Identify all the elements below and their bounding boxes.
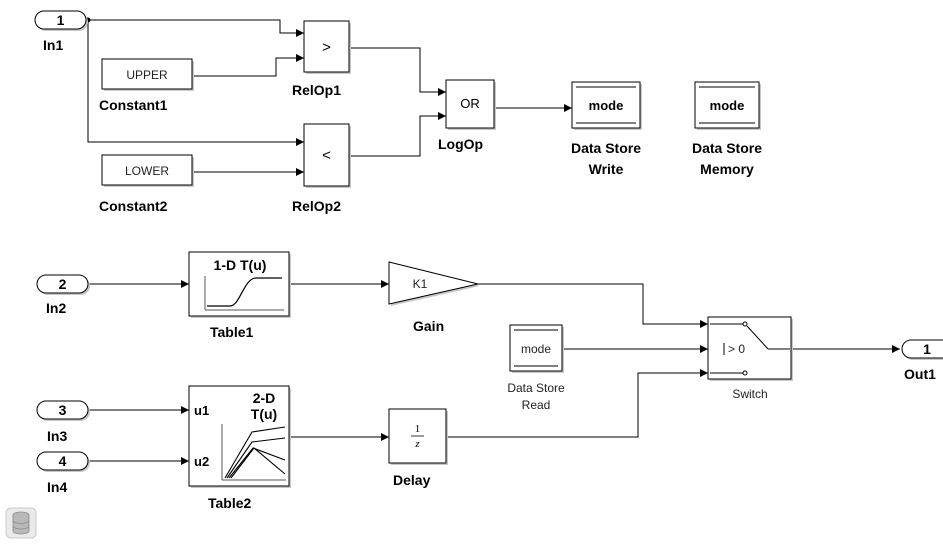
constant2-block[interactable]: LOWER Constant2 <box>99 154 194 214</box>
relop1-block[interactable]: > RelOp1 <box>292 20 351 98</box>
operator-symbol: < <box>322 147 331 164</box>
table1-block[interactable]: 1-D T(u) Table1 <box>188 251 291 340</box>
block-label: In1 <box>43 37 63 53</box>
constant-value: LOWER <box>125 164 169 178</box>
table2-block[interactable]: 2-D T(u) u1 u2 Table2 <box>188 385 291 511</box>
block-label: Out1 <box>904 366 936 382</box>
table-title: 1-D T(u) <box>214 257 267 273</box>
block-label-line2: Read <box>522 398 551 412</box>
block-label-line2: Memory <box>700 161 754 177</box>
block-label: Delay <box>393 472 431 488</box>
block-label: LogOp <box>438 136 483 152</box>
wire-delay-switch[interactable] <box>446 369 708 438</box>
wire-gain-switch[interactable] <box>478 283 708 328</box>
outport-out1[interactable]: 1 Out1 <box>901 339 943 382</box>
data-store-read-block[interactable]: mode Data Store Read <box>507 324 565 412</box>
switch-threshold: > 0 <box>728 342 745 356</box>
inport-in2[interactable]: 2 In2 <box>36 274 90 316</box>
table-title-line1: 2-D <box>253 390 276 406</box>
block-label: In2 <box>46 300 66 316</box>
block-label-line1: Data Store <box>692 140 762 156</box>
block-label: RelOp2 <box>292 198 341 214</box>
table-title-line2: T(u) <box>251 406 277 422</box>
wire-relop2-logop[interactable] <box>350 112 446 157</box>
block-label: Table1 <box>210 324 254 340</box>
input-port-label-u2: u2 <box>194 454 209 469</box>
lookup-curve <box>207 277 282 307</box>
wire-in1-relop2[interactable] <box>87 20 304 146</box>
block-label: RelOp1 <box>292 82 341 98</box>
outport-number: 1 <box>923 341 931 357</box>
data-store-memory-block[interactable]: mode Data Store Memory <box>692 81 762 177</box>
inport-in3[interactable]: 3 In3 <box>36 400 90 444</box>
inport-in1[interactable]: 1 In1 <box>34 10 88 53</box>
database-icon[interactable] <box>5 507 37 539</box>
inport-number: 3 <box>59 402 67 418</box>
constant-value: UPPER <box>126 68 168 82</box>
logop-block[interactable]: OR LogOp <box>438 79 496 152</box>
inport-number: 2 <box>59 276 67 292</box>
switch-contact <box>742 321 748 327</box>
block-label: Gain <box>413 318 444 334</box>
transfer-numerator: 1 <box>415 423 421 435</box>
operator-symbol: > <box>322 39 331 56</box>
block-label-line1: Data Store <box>571 140 641 156</box>
data-store-name: mode <box>589 98 624 113</box>
block-label-line2: Write <box>589 161 624 177</box>
wire-constant1-relop1[interactable] <box>193 54 304 77</box>
switch-block[interactable]: > 0 Switch <box>707 316 793 401</box>
switch-contact <box>742 370 748 376</box>
transfer-denominator: z <box>414 438 420 450</box>
block-label: In4 <box>47 479 67 495</box>
inport-in4[interactable]: 4 In4 <box>36 451 90 495</box>
lookup-surface <box>224 426 286 479</box>
data-store-write-block[interactable]: mode Data Store Write <box>571 81 642 177</box>
signal-lines <box>85 17 900 465</box>
data-store-name: mode <box>521 342 551 356</box>
block-label: Switch <box>732 387 767 401</box>
block-label: Constant2 <box>99 198 168 214</box>
data-store-name: mode <box>710 98 745 113</box>
switch-arm <box>746 325 769 350</box>
wire-relop1-logop[interactable] <box>350 47 446 96</box>
block-label: Constant1 <box>99 97 168 113</box>
block-label: Table2 <box>208 495 252 511</box>
inport-number: 1 <box>57 12 65 28</box>
delay-block[interactable]: 1 z Delay <box>388 408 448 488</box>
block-label: In3 <box>47 428 67 444</box>
constant1-block[interactable]: UPPER Constant1 <box>99 58 194 113</box>
inport-number: 4 <box>59 453 67 469</box>
gain-block[interactable]: K1 Gain <box>388 261 480 334</box>
block-label-line1: Data Store <box>507 381 565 395</box>
operator-symbol: OR <box>460 96 480 111</box>
relop2-block[interactable]: < RelOp2 <box>292 123 351 214</box>
wire-in1-relop1[interactable] <box>88 19 304 37</box>
input-port-label-u1: u1 <box>194 403 209 418</box>
gain-value: K1 <box>413 277 428 291</box>
